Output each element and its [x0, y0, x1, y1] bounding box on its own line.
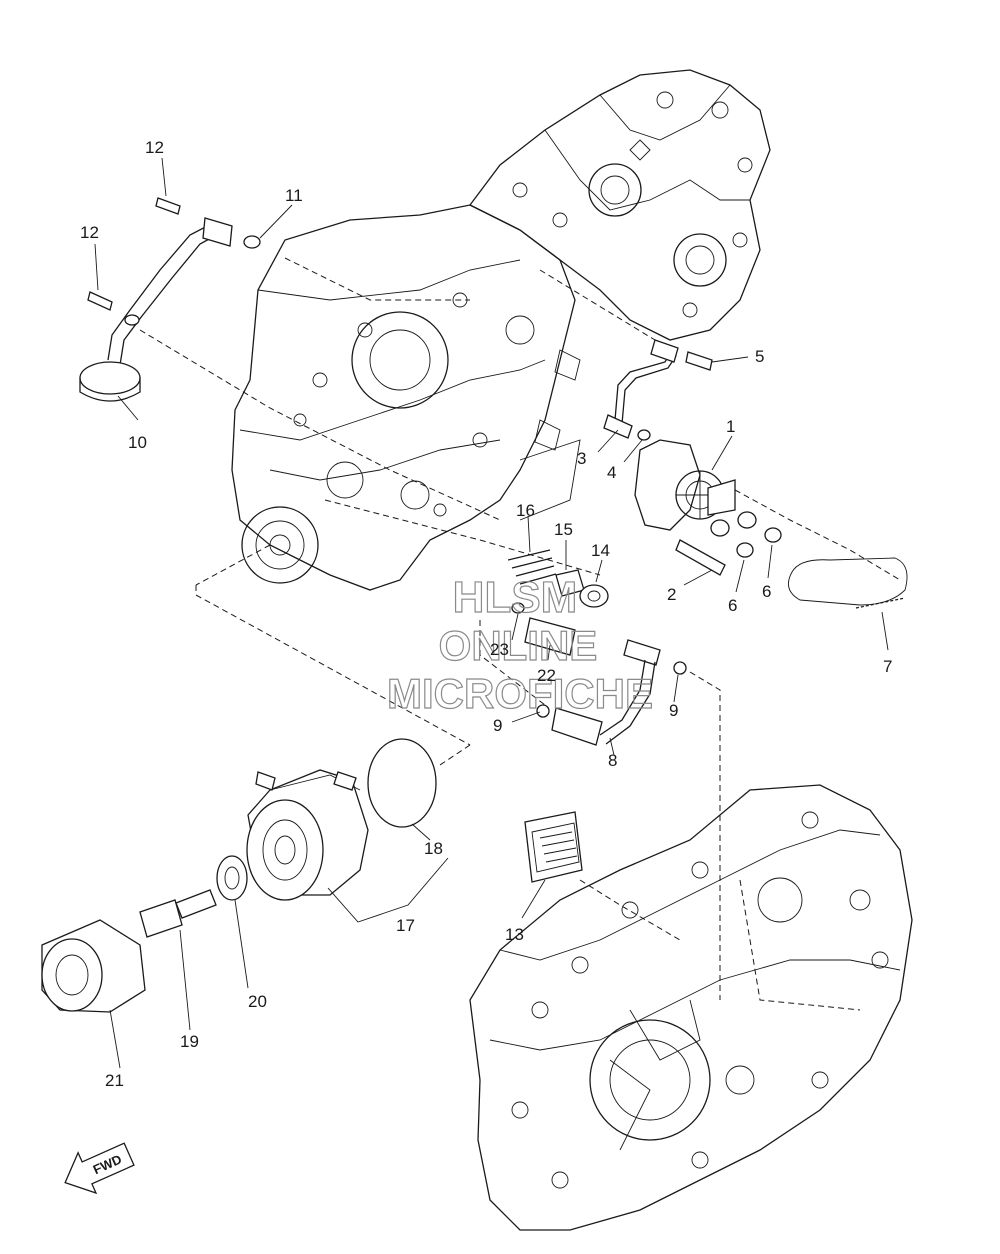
callout-17: 17: [396, 916, 415, 935]
callout-20: 20: [248, 992, 267, 1011]
crankcase-cover-lower: [469, 784, 913, 1231]
leader-lines: [94, 157, 901, 1069]
callout-5: 5: [755, 347, 764, 366]
oil-cooler-assembly: [246, 738, 437, 901]
forward-direction-arrow: FWD: [64, 1142, 135, 1195]
callout-21: 21: [105, 1071, 124, 1090]
oil-strainer-assembly: [79, 197, 261, 402]
callout-12a: 12: [145, 138, 164, 157]
watermark-line-3: MICROFICHE: [387, 670, 653, 717]
oil-filter-group: [41, 855, 248, 1013]
callout-2: 2: [667, 585, 676, 604]
callout-23: 23: [490, 640, 509, 659]
callout-10: 10: [128, 433, 147, 452]
callout-11: 11: [285, 186, 303, 205]
strainer-screen: [524, 811, 583, 883]
callout-18: 18: [424, 839, 443, 858]
callout-12b: 12: [80, 223, 99, 242]
callout-4: 4: [607, 463, 616, 482]
callout-7: 7: [883, 657, 892, 676]
callout-13: 13: [505, 925, 524, 944]
watermark-line-1: HLSM: [453, 573, 578, 622]
callout-14: 14: [591, 541, 610, 560]
callout-1: 1: [726, 417, 735, 436]
callout-9a: 9: [493, 716, 502, 735]
relief-valve-group: [507, 549, 609, 656]
callout-15: 15: [554, 520, 573, 539]
callout-6b: 6: [762, 582, 771, 601]
watermark: HLSM ONLINE MICROFICHE: [386, 572, 653, 717]
oil-delivery-hose: [536, 639, 687, 746]
callout-9b: 9: [669, 701, 678, 720]
callout-8: 8: [608, 751, 617, 770]
callout-19: 19: [180, 1032, 199, 1051]
crankcase-upper-rear: [469, 69, 771, 341]
callout-16: 16: [516, 501, 535, 520]
callout-labels: 1 2 3 4 5 6 6 7 8 9 9 10 11 12 12 13 14 …: [80, 138, 892, 1090]
callout-22: 22: [537, 666, 556, 685]
crankcase-left-half: [231, 204, 581, 591]
callout-6a: 6: [728, 596, 737, 615]
oil-pump-assembly: [603, 339, 908, 609]
callout-3: 3: [577, 449, 586, 468]
watermark-line-2: ONLINE: [439, 622, 598, 669]
